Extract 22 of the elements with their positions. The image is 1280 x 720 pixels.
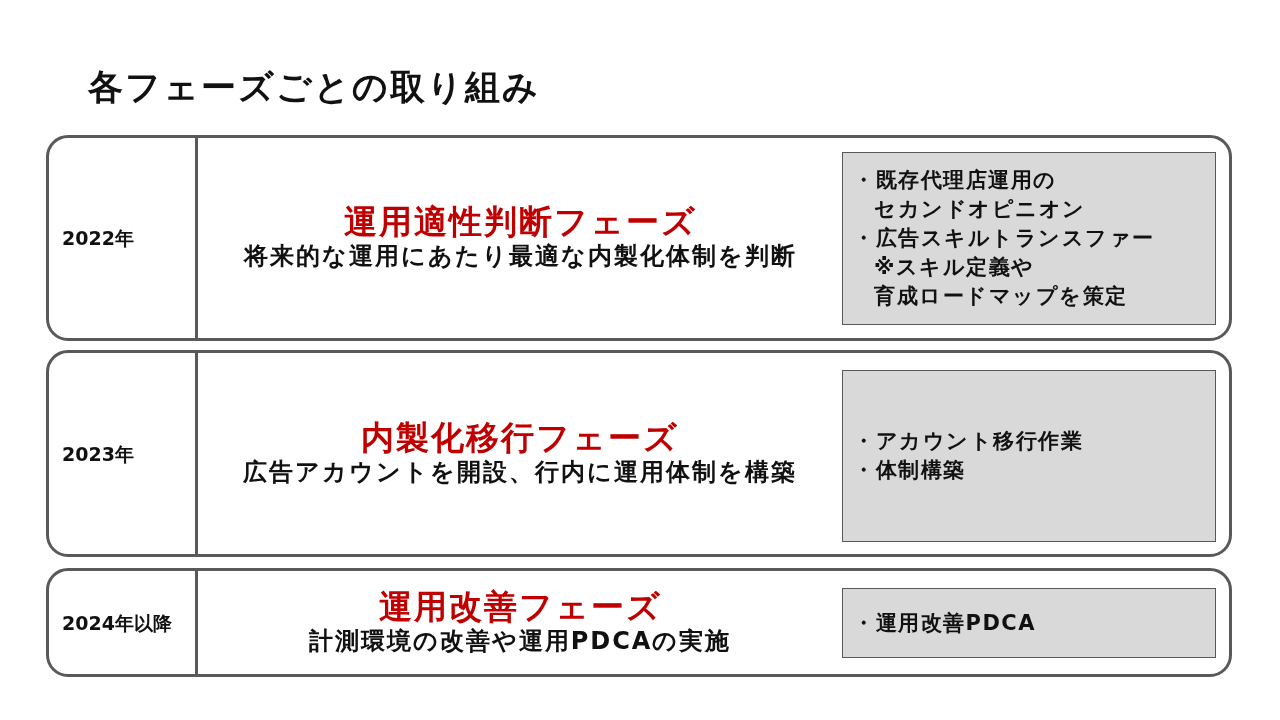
task-item: ・広告スキルトランスファー [853,225,1155,252]
task-item: ・既存代理店運用のセカンドオピニオン [853,167,1086,223]
phase-description: 計測環境の改善や運用PDCAの実施 [308,625,732,657]
task-box [842,370,1216,542]
task-box [842,588,1216,658]
task-item: ・体制構築 [853,457,966,484]
task-box [842,152,1216,325]
phase-card [46,350,1232,557]
phase-card [46,135,1232,341]
year-label: 2023年 [62,442,134,465]
task-item: ・運用改善PDCA [853,609,1036,637]
task-item: ・アカウント移行作業 [853,428,1083,455]
year-label: 2024年以降 [62,611,172,634]
year-label: 2022年 [62,226,134,250]
phase-card [46,568,1232,677]
phase-title: 運用改善フェーズ [378,587,662,626]
task-note: ※スキル定義や育成ロードマップを策定 [873,254,1128,310]
slide-title: 各フェーズごとの取り組み [88,66,540,108]
phase-description: 広告アカウントを開設、行内に運用体制を構築 [243,456,797,488]
phase-title: 運用適性判断フェーズ [343,203,697,242]
phase-description: 将来的な運用にあたり最適な内製化体制を判断 [243,241,797,273]
phase-title: 内製化移行フェーズ [361,418,679,457]
